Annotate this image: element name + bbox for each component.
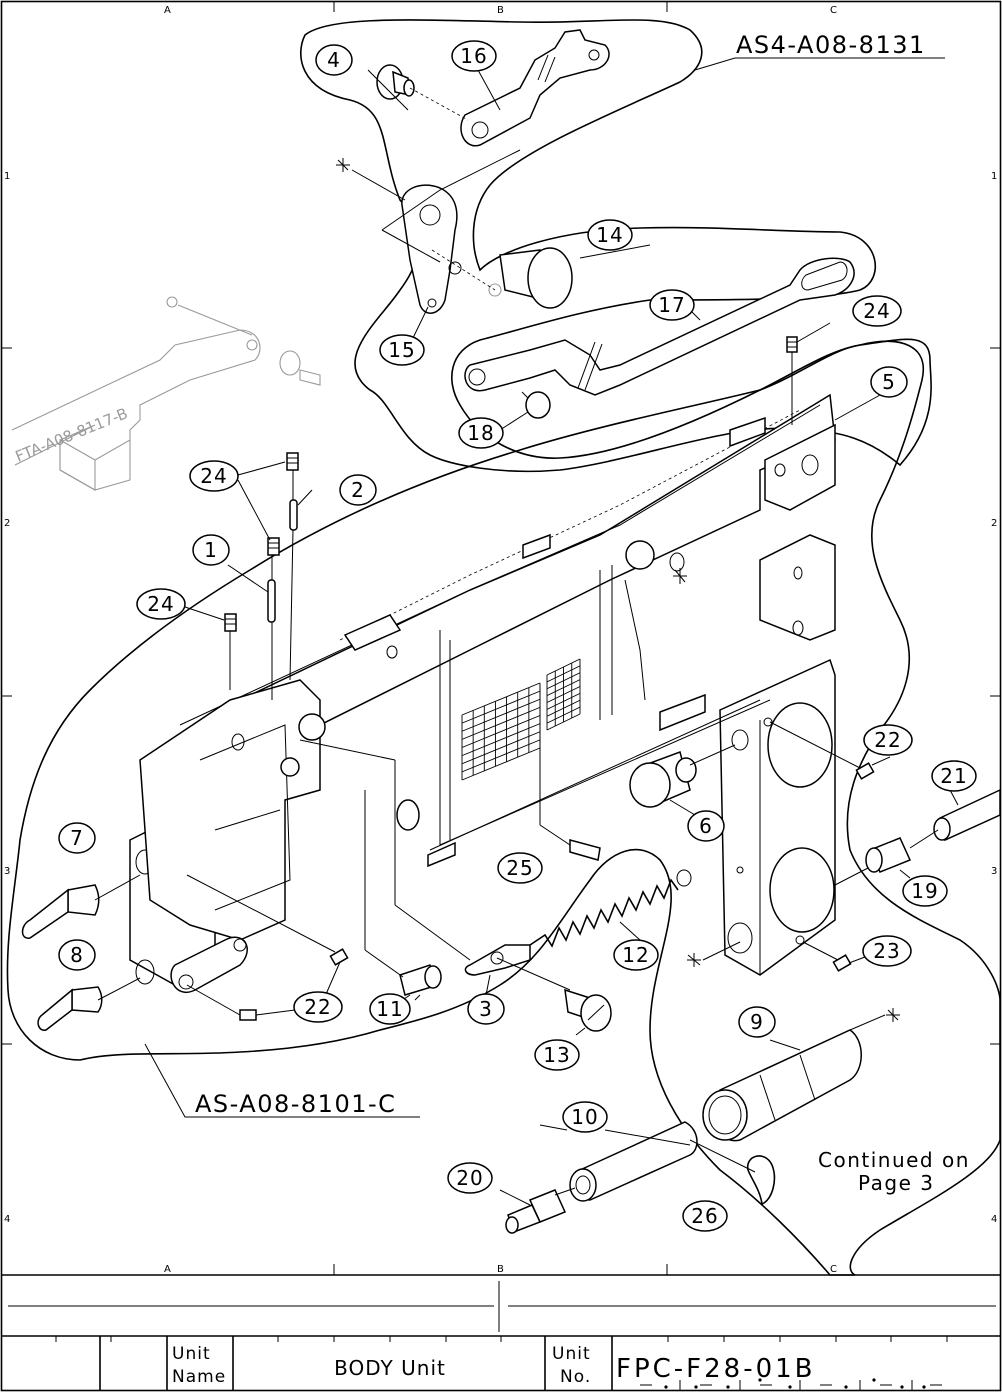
balloon-12: 12 — [614, 940, 658, 970]
balloon-20: 20 — [448, 1163, 492, 1193]
svg-text:13: 13 — [543, 1043, 570, 1067]
balloon-21: 21 — [932, 761, 976, 791]
balloon-6: 6 — [688, 811, 724, 841]
zone-bottom-c: C — [830, 1264, 837, 1275]
zone-right-3: 3 — [991, 866, 997, 877]
balloon-22-lower: 22 — [294, 992, 342, 1022]
balloon-23: 23 — [863, 936, 911, 966]
unit-no-label-2: No. — [560, 1367, 591, 1387]
svg-text:18: 18 — [467, 421, 494, 445]
balloon-22-right: 22 — [864, 725, 912, 755]
zone-left-4: 4 — [4, 1214, 10, 1225]
zone-labels: A B C A B C 1 2 3 4 1 2 3 4 — [4, 5, 997, 1275]
svg-text:8: 8 — [70, 943, 84, 967]
balloon-3: 3 — [468, 994, 504, 1024]
svg-text:17: 17 — [658, 293, 685, 317]
svg-text:15: 15 — [388, 338, 415, 362]
balloon-19: 19 — [903, 876, 947, 906]
zone-bottom-a: A — [164, 1264, 171, 1275]
svg-text:2: 2 — [351, 478, 365, 502]
svg-text:24: 24 — [147, 592, 174, 616]
unit-name-value: BODY Unit — [334, 1356, 446, 1380]
balloon-4: 4 — [316, 45, 352, 75]
balloon-1: 1 — [193, 535, 229, 565]
svg-text:3: 3 — [479, 997, 493, 1021]
continued-note-line1: Continued on — [818, 1148, 970, 1172]
zone-right-1: 1 — [991, 171, 997, 182]
balloon-14: 14 — [588, 220, 632, 250]
balloon-17: 17 — [650, 290, 694, 320]
zone-top-a: A — [164, 5, 171, 16]
lower-assembly-label: AS-A08-8101-C — [195, 1090, 396, 1118]
unit-no-label-1: Unit — [552, 1344, 591, 1364]
svg-text:5: 5 — [882, 370, 896, 394]
svg-text:16: 16 — [460, 44, 487, 68]
svg-text:24: 24 — [200, 464, 227, 488]
balloon-24-upper: 24 — [190, 461, 238, 491]
balloon-18: 18 — [459, 418, 503, 448]
svg-text:14: 14 — [596, 223, 623, 247]
svg-text:25: 25 — [506, 856, 533, 880]
balloon-11: 11 — [370, 994, 410, 1024]
svg-text:9: 9 — [750, 1010, 764, 1034]
reference-assembly-label: FTA-A08-8117-B — [13, 404, 131, 465]
zone-left-2: 2 — [4, 518, 10, 529]
balloon-16: 16 — [452, 41, 496, 71]
svg-text:26: 26 — [691, 1204, 718, 1228]
svg-text:22: 22 — [304, 995, 331, 1019]
svg-text:12: 12 — [622, 943, 649, 967]
balloon-9: 9 — [739, 1007, 775, 1037]
svg-text:11: 11 — [376, 997, 403, 1021]
unit-name-label-2: Name — [172, 1367, 226, 1387]
balloon-2: 2 — [340, 475, 376, 505]
svg-text:19: 19 — [911, 879, 938, 903]
zone-top-c: C — [830, 5, 837, 16]
small-parts — [23, 70, 1001, 1233]
upper-assembly-leader — [695, 58, 945, 70]
balloon-13: 13 — [535, 1040, 579, 1070]
vent-grid-left — [462, 683, 540, 780]
title-block: Unit Name BODY Unit Unit No. FPC-F28-01B — [1, 1281, 1001, 1391]
zone-right-2: 2 — [991, 518, 997, 529]
svg-text:20: 20 — [456, 1166, 483, 1190]
upper-assembly-label: AS4-A08-8131 — [736, 31, 926, 59]
zone-bottom-b: B — [497, 1264, 504, 1275]
balloon-10: 10 — [563, 1102, 607, 1132]
svg-text:10: 10 — [571, 1105, 598, 1129]
balloon-25: 25 — [498, 853, 542, 883]
balloon-8: 8 — [59, 940, 95, 970]
zone-ticks — [1, 1, 1001, 1275]
unit-name-label-1: Unit — [172, 1344, 211, 1364]
unit-no-value: FPC-F28-01B — [616, 1354, 816, 1384]
svg-text:24: 24 — [863, 299, 890, 323]
balloon-24-right: 24 — [853, 296, 901, 326]
svg-text:1: 1 — [204, 538, 218, 562]
svg-text:21: 21 — [940, 764, 967, 788]
zone-top-b: B — [497, 5, 504, 16]
vent-grid-right — [547, 659, 580, 730]
zone-left-3: 3 — [4, 866, 10, 877]
svg-text:6: 6 — [699, 814, 713, 838]
balloon-15: 15 — [380, 335, 424, 365]
continued-note-line2: Page 3 — [858, 1171, 935, 1195]
svg-text:22: 22 — [874, 728, 901, 752]
zone-right-4: 4 — [991, 1214, 997, 1225]
balloon-24-left: 24 — [137, 589, 185, 619]
body-frame — [130, 395, 835, 992]
svg-text:4: 4 — [327, 48, 341, 72]
balloon-26: 26 — [683, 1201, 727, 1231]
balloon-7: 7 — [59, 823, 95, 853]
zone-left-1: 1 — [4, 171, 10, 182]
balloon-5: 5 — [871, 367, 907, 397]
svg-text:7: 7 — [70, 826, 84, 850]
svg-text:23: 23 — [873, 939, 900, 963]
reference-bracket: FTA-A08-8117-B — [12, 297, 320, 490]
